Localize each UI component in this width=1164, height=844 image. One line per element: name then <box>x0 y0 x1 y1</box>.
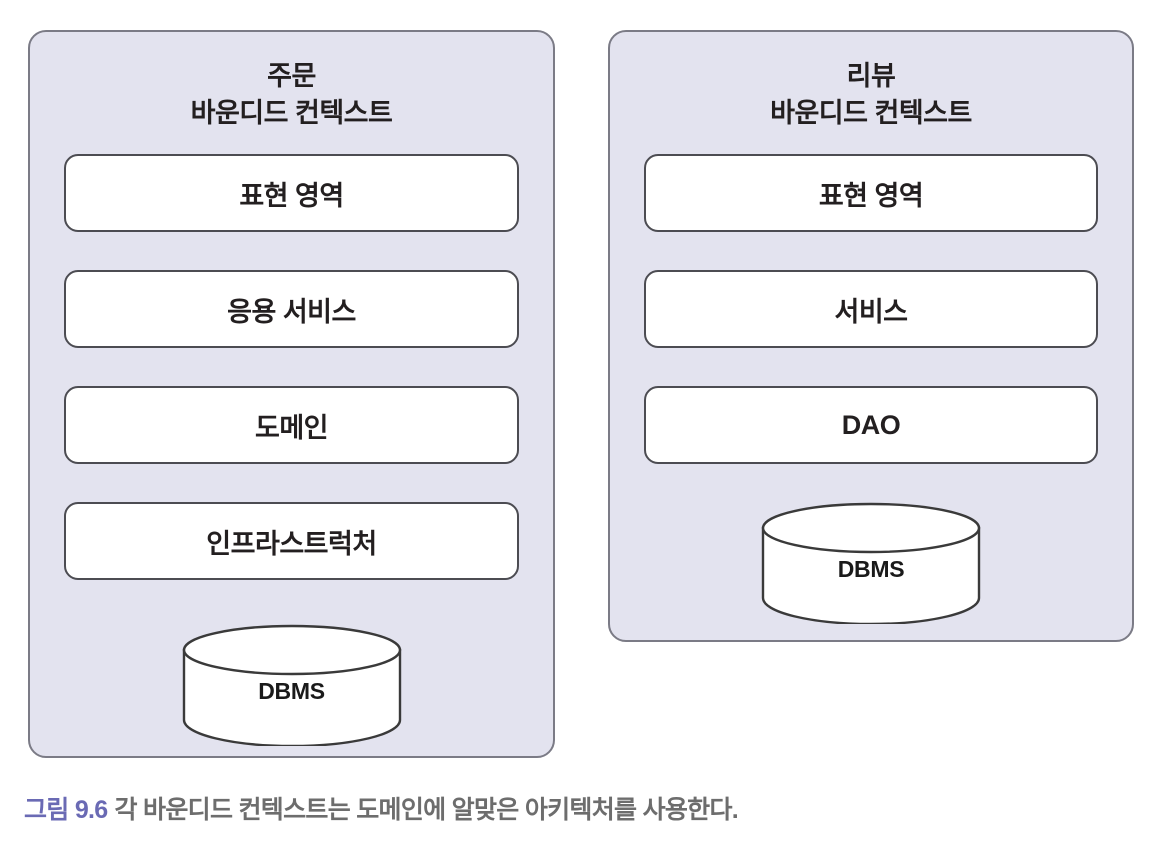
layer-label: 표현 영역 <box>239 180 344 211</box>
layer-box-infrastructure[interactable]: 인프라스트럭처 <box>64 502 519 580</box>
figure-caption-text: 각 바운디드 컨텍스트는 도메인에 알맞은 아키텍처를 사용한다. <box>114 796 739 824</box>
datastore-wrapper-order: DBMS <box>30 624 553 746</box>
layer-stack-review: 표현 영역 서비스 DAO <box>644 154 1098 502</box>
datastore-wrapper-review: DBMS <box>610 502 1132 624</box>
layer-label: DAO <box>841 409 901 440</box>
layer-box-application-service[interactable]: 응용 서비스 <box>64 270 519 348</box>
layer-box-service[interactable]: 서비스 <box>644 270 1098 348</box>
layer-box-domain[interactable]: 도메인 <box>64 386 519 464</box>
context-title-line1: 리뷰 <box>846 61 896 91</box>
figure-caption-label: 그림 9.6 <box>24 796 108 824</box>
bounded-context-order-title: 주문 바운디드 컨텍스트 <box>30 58 553 133</box>
bounded-context-review: 리뷰 바운디드 컨텍스트 표현 영역 서비스 DAO DBMS <box>608 30 1134 642</box>
database-cylinder-icon: DBMS <box>181 624 403 746</box>
layer-label: 표현 영역 <box>818 180 924 211</box>
layer-stack-order: 표현 영역 응용 서비스 도메인 인프라스트럭처 <box>64 154 519 618</box>
datastore-label: DBMS <box>837 556 905 582</box>
context-title-line2: 바운디드 컨텍스트 <box>770 98 972 129</box>
datastore-label: DBMS <box>258 678 325 704</box>
bounded-context-review-title: 리뷰 바운디드 컨텍스트 <box>610 58 1132 133</box>
context-title-line2: 바운디드 컨텍스트 <box>190 98 393 129</box>
layer-label: 응용 서비스 <box>227 296 356 327</box>
layer-label: 도메인 <box>254 412 329 443</box>
bounded-context-order: 주문 바운디드 컨텍스트 표현 영역 응용 서비스 도메인 인프라스트럭처 <box>28 30 555 758</box>
layer-box-presentation[interactable]: 표현 영역 <box>64 154 519 232</box>
layer-box-presentation[interactable]: 표현 영역 <box>644 154 1098 232</box>
context-title-line1: 주문 <box>267 61 316 91</box>
layer-label: 인프라스트럭처 <box>206 528 377 559</box>
layer-label: 서비스 <box>834 296 908 327</box>
database-cylinder-icon: DBMS <box>760 502 982 624</box>
layer-box-dao[interactable]: DAO <box>644 386 1098 464</box>
